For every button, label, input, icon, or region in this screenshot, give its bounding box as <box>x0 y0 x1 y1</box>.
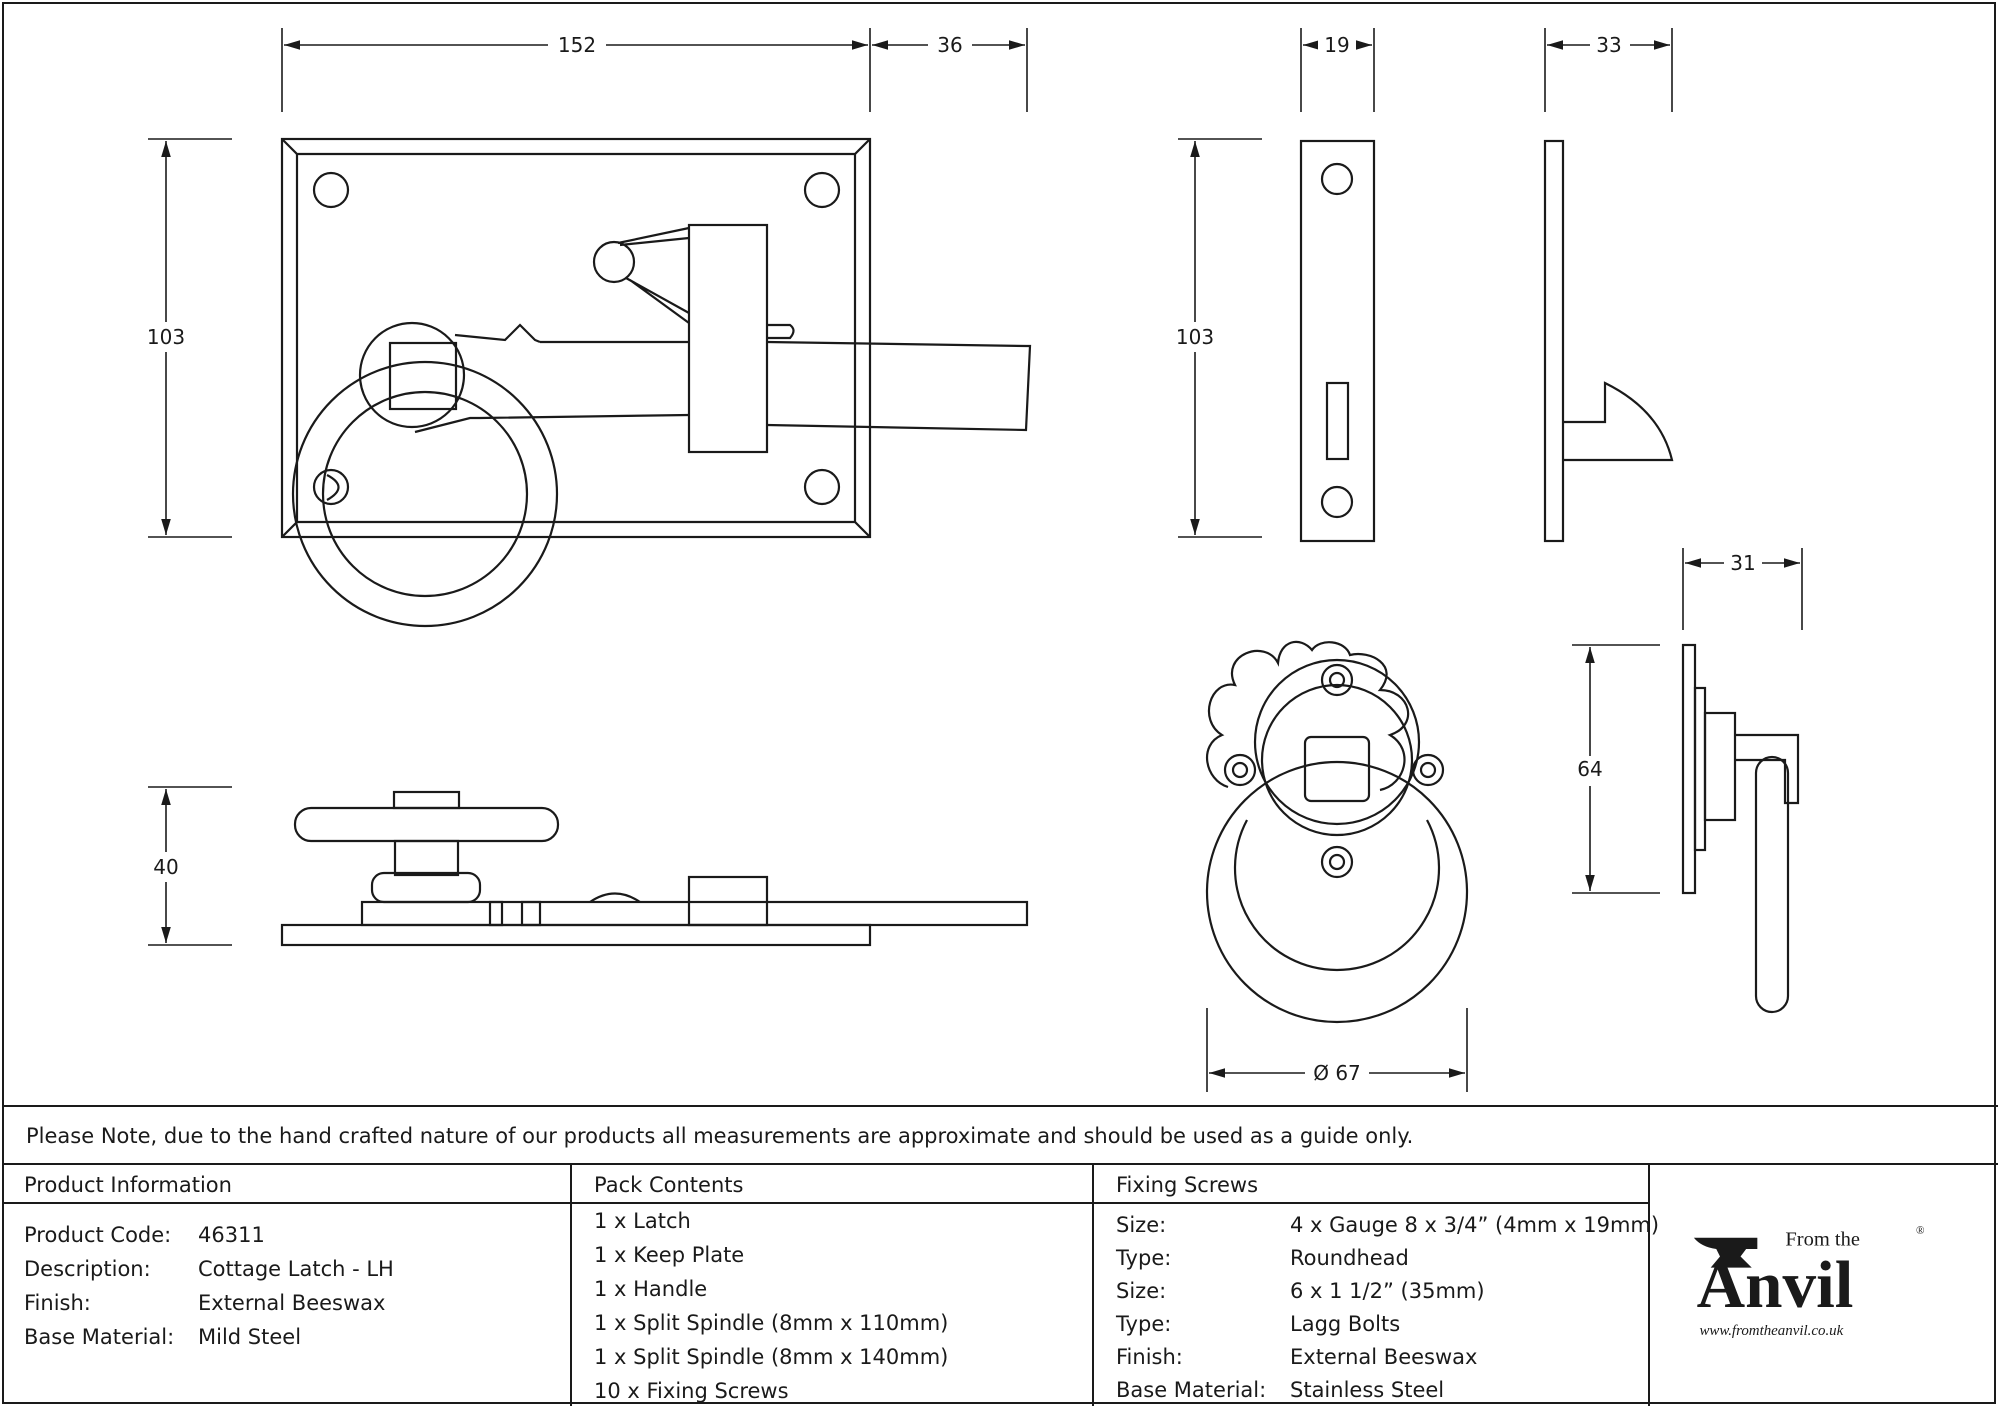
row-label: Base Material: <box>24 1325 175 1349</box>
row-value: Cottage Latch - LH <box>198 1257 394 1281</box>
row-label: Size: <box>1116 1279 1167 1303</box>
dim-31: 31 <box>1730 551 1755 575</box>
pack-item: 10 x Fixing Screws <box>594 1379 789 1403</box>
pack-contents-header: Pack Contents <box>572 1165 1092 1204</box>
dim-19: 19 <box>1324 33 1349 57</box>
row-value: External Beeswax <box>198 1291 386 1315</box>
product-information-section: Product Information Product Code: 46311 D… <box>2 1165 570 1406</box>
pack-item: 1 x Handle <box>594 1277 708 1301</box>
technical-drawing: 152 36 19 33 103 103 31 40 64 Ø 67 <box>146 28 1803 1092</box>
row-value: Roundhead <box>1290 1246 1409 1270</box>
dim-103-keep: 103 <box>1176 325 1214 349</box>
logo-url: www.fromtheanvil.co.uk <box>1699 1323 1843 1339</box>
logo-registered: ® <box>1916 1225 1925 1237</box>
row-label: Base Material: <box>1116 1378 1267 1402</box>
note-text: Please Note, due to the hand crafted nat… <box>26 1124 1414 1148</box>
row-value: Mild Steel <box>198 1325 302 1349</box>
latch-front-view <box>280 137 1032 628</box>
keep-plate-side <box>1543 139 1674 543</box>
row-value: 46311 <box>198 1223 265 1247</box>
row-label: Finish: <box>1116 1345 1183 1369</box>
finish-row: Finish: External Beeswax <box>24 1291 385 1315</box>
fixing-row: Type: Lagg Bolts <box>1116 1312 1400 1336</box>
product-information-heading: Product Information <box>24 1173 232 1197</box>
row-label: Size: <box>1116 1213 1167 1237</box>
pack-contents-section: Pack Contents 1 x Latch 1 x Keep Plate 1… <box>572 1165 1092 1406</box>
measurement-note: Please Note, due to the hand crafted nat… <box>2 1105 1998 1165</box>
row-label: Product Code: <box>24 1223 172 1247</box>
fixing-row: Size: 6 x 1 1/2” (35mm) <box>1116 1279 1485 1303</box>
dim-36: 36 <box>937 33 962 57</box>
row-label: Description: <box>24 1257 151 1281</box>
row-value: 4 x Gauge 8 x 3/4” (4mm x 19mm) <box>1290 1213 1660 1237</box>
fixing-screws-heading: Fixing Screws <box>1116 1173 1259 1197</box>
row-value: 6 x 1 1/2” (35mm) <box>1290 1279 1485 1303</box>
product-information-header: Product Information <box>2 1165 570 1204</box>
ring-handle-front <box>1205 640 1469 1024</box>
dim-40: 40 <box>153 855 178 879</box>
logo-brand: Anvil <box>1697 1247 1854 1322</box>
row-label: Finish: <box>24 1291 91 1315</box>
fixing-screws-header: Fixing Screws <box>1094 1165 1648 1204</box>
description-row: Description: Cottage Latch - LH <box>24 1257 394 1281</box>
fixing-screws-section: Fixing Screws Size: 4 x Gauge 8 x 3/4” (4… <box>1094 1165 1659 1406</box>
latch-plan-view <box>280 790 1029 947</box>
dim-103-latch: 103 <box>147 325 185 349</box>
fixing-row: Finish: External Beeswax <box>1116 1345 1477 1369</box>
row-value: External Beeswax <box>1290 1345 1478 1369</box>
ring-handle-side <box>1681 643 1800 1014</box>
row-label: Type: <box>1116 1246 1172 1270</box>
product-code-row: Product Code: 46311 <box>24 1223 265 1247</box>
anvil-icon <box>1693 1237 1758 1268</box>
keep-plate-front <box>1299 139 1376 543</box>
row-label: Type: <box>1116 1312 1172 1336</box>
pack-item: 1 x Split Spindle (8mm x 140mm) <box>594 1345 949 1369</box>
pack-contents-heading: Pack Contents <box>594 1173 744 1197</box>
row-value: Lagg Bolts <box>1290 1312 1401 1336</box>
dim-64: 64 <box>1577 757 1602 781</box>
dim-33: 33 <box>1596 33 1621 57</box>
pack-item: 1 x Latch <box>594 1209 691 1233</box>
dimension-labels: 152 36 19 33 103 103 31 40 64 Ø 67 <box>146 33 1762 1085</box>
dim-152: 152 <box>558 33 596 57</box>
fixing-row: Base Material: Stainless Steel <box>1116 1378 1444 1402</box>
pack-item: 1 x Split Spindle (8mm x 110mm) <box>594 1311 949 1335</box>
dim-67-diameter: Ø 67 <box>1313 1061 1361 1085</box>
info-table: Product Information Product Code: 46311 D… <box>2 1163 1998 1406</box>
logo-from-the: From the <box>1785 1228 1860 1250</box>
fixing-row: Type: Roundhead <box>1116 1246 1409 1270</box>
from-the-anvil-logo: From the ® Anvil www.fromtheanvil.co.uk <box>1693 1225 1925 1339</box>
pack-item: 1 x Keep Plate <box>594 1243 745 1267</box>
column-divider <box>1648 1165 1650 1406</box>
dimension-lines <box>148 28 1803 1092</box>
column-divider <box>570 1165 572 1406</box>
row-value: Stainless Steel <box>1290 1378 1445 1402</box>
fixing-row: Size: 4 x Gauge 8 x 3/4” (4mm x 19mm) <box>1116 1213 1659 1237</box>
column-divider <box>1092 1165 1094 1406</box>
base-material-row: Base Material: Mild Steel <box>24 1325 301 1349</box>
